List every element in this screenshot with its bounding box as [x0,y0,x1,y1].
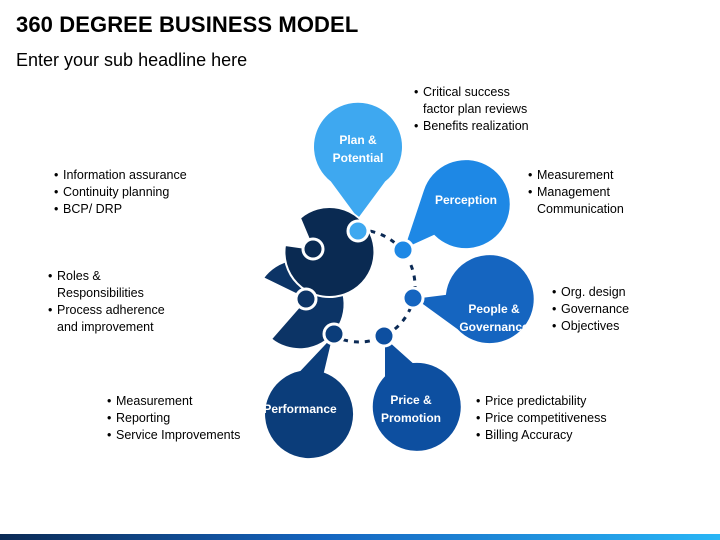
node-label-plan-potential: Plan & Potential [332,133,384,165]
hub-dot-plan-potential [346,219,370,243]
bullet-item: Price predictability [476,393,636,410]
bullets-performance: Measurement Reporting Service Improvemen… [107,393,257,444]
bullet-item: Roles & Responsibilities [48,268,188,302]
page-title: 360 DEGREE BUSINESS MODEL [16,12,359,37]
hub-dot-perception [391,238,415,262]
pin-performance [263,330,356,461]
bullet-item: Billing Accuracy [476,427,636,444]
page-subtitle: Enter your sub headline here [16,50,248,70]
hub-ring [301,228,417,344]
hub-dot-people-governance [401,286,425,310]
bullet-item: BCP/ DRP [54,201,204,218]
bullet-item: Critical success factor plan reviews [414,84,554,118]
node-label-price-promotion: Price & Promotion [381,393,441,425]
hub-dot-price-promotion [372,324,396,348]
node-label-performance: Performance [263,402,337,416]
bullet-item: Governance [552,301,662,318]
node-label-people-governance: People & Governance [459,302,529,334]
pin-plan-potential [312,100,404,222]
bullets-perception: Measurement Management Communication [528,167,658,218]
node-label-perception: Perception [434,193,497,207]
bullet-item: Continuity planning [54,184,204,201]
bullet-item: Management Communication [528,184,658,218]
hub-dot-protection [301,237,325,261]
node-label-process: Process [202,310,250,324]
bullet-item: Objectives [552,318,662,335]
hub-dot-performance [322,322,346,346]
bullet-item: Measurement [528,167,658,184]
pin-perception [401,158,512,252]
node-label-protection: Protection [222,193,282,207]
hub-dot-process [294,287,318,311]
bullet-item: Price competitiveness [476,410,636,427]
bullet-item: Information assurance [54,167,204,184]
bullets-people-governance: Org. design Governance Objectives [552,284,662,335]
bullet-item: Benefits realization [414,118,554,135]
bullets-plan-potential: Critical success factor plan reviews Ben… [414,84,554,135]
bullet-item: Org. design [552,284,662,301]
bullet-item: Measurement [107,393,257,410]
bullets-process: Roles & Responsibilities Process adheren… [48,268,188,336]
bullet-item: Process adherence and improvement [48,302,188,336]
pin-price-promotion [370,333,463,453]
bullets-price-promotion: Price predictability Price competitivene… [476,393,636,444]
pin-people-governance [410,253,536,346]
bullets-protection: Information assurance Continuity plannin… [54,167,204,218]
bullet-item: Reporting [107,410,257,427]
bottom-accent-bar [0,534,720,540]
bullet-item: Service Improvements [107,427,257,444]
